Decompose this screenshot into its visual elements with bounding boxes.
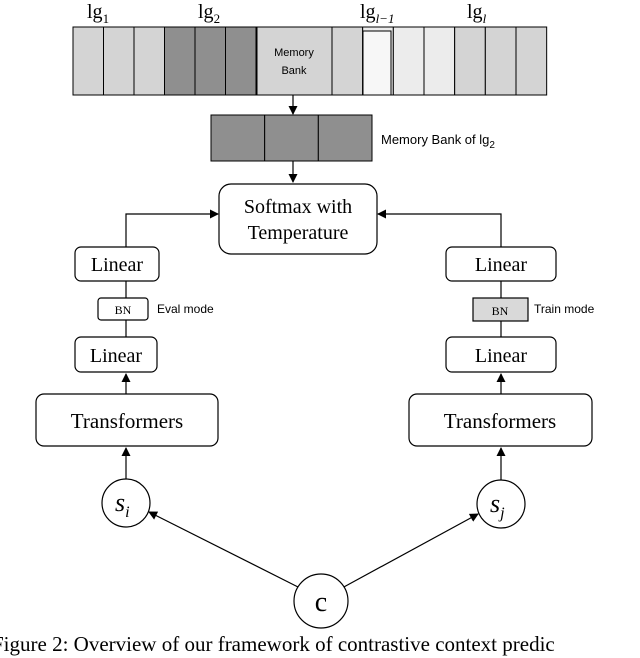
memory-bank-cell	[225, 26, 257, 96]
memory-bank-cell	[72, 26, 104, 96]
right-bn-mode-label: Train mode	[534, 302, 595, 316]
softmax-label-1: Softmax with	[244, 196, 352, 218]
memory-bank-center	[256, 26, 333, 96]
left-transformers-box	[35, 393, 219, 447]
memory-bank-of-lg2	[210, 114, 373, 162]
left-linear-bottom-label: Linear	[90, 345, 143, 367]
left-input-node	[101, 478, 151, 528]
figure-caption: Figure 2: Overview of our framework of c…	[0, 632, 555, 656]
group-label-lg2: lg2	[198, 1, 220, 26]
memory-bank-of-lg2-cell	[210, 114, 266, 162]
context-node	[293, 573, 349, 629]
right-linear-top-label: Linear	[475, 254, 528, 276]
group-label-lg1: lg1	[87, 1, 109, 26]
group-label-lg-l: lgl	[467, 1, 487, 26]
memory-bank-cell	[133, 26, 165, 96]
right-linear-bottom-box	[445, 336, 557, 373]
right-transformers-box	[408, 393, 593, 447]
memory-bank-cell-highlight	[362, 30, 392, 96]
memory-bank-cell	[515, 26, 548, 96]
right-transformers-label: Transformers	[444, 409, 556, 433]
memory-bank-cell	[392, 26, 425, 96]
arrow-right-to-softmax	[377, 209, 502, 247]
arrow-context-to-right-input	[341, 513, 479, 589]
right-linear-bottom-label: Linear	[475, 345, 528, 367]
memory-bank-of-lg2-cell	[264, 114, 319, 162]
memory-bank-cell	[331, 26, 364, 96]
left-linear-top-label: Linear	[91, 254, 144, 276]
memory-bank-cell	[164, 26, 196, 96]
left-linear-bottom-box	[74, 336, 158, 373]
right-input-node	[476, 479, 526, 529]
right-input-label: sj	[490, 489, 505, 522]
memory-bank-center-label-1: Memory	[274, 47, 314, 59]
left-bn-mode-label: Eval mode	[157, 302, 214, 316]
memory-bank-cell	[103, 26, 135, 96]
softmax-label-2: Temperature	[248, 222, 349, 244]
softmax-box	[218, 183, 378, 255]
left-transformers-label: Transformers	[71, 409, 183, 433]
memory-bank-cell	[484, 26, 517, 96]
memory-bank-cell	[194, 26, 226, 96]
right-bn-label: BN	[492, 304, 509, 318]
memory-bank-center-label-2: Bank	[281, 65, 307, 77]
context-label: c	[315, 587, 327, 618]
left-input-label: si	[115, 488, 130, 521]
memory-bank-cell	[423, 26, 456, 96]
memory-bank-of-lg2-cell	[317, 114, 373, 162]
arrow-left-to-softmax	[125, 209, 219, 247]
memory-bank-row	[72, 26, 548, 96]
left-bn-label: BN	[115, 303, 132, 317]
left-bn-box	[97, 297, 149, 321]
memory-bank-of-lg2-label: Memory Bank of lg2	[381, 132, 495, 151]
group-label-lg-l-minus-1: lgl−1	[360, 1, 394, 26]
left-linear-top-box	[74, 246, 160, 282]
arrow-context-to-left-input	[148, 511, 301, 589]
memory-bank-cell	[454, 26, 486, 96]
